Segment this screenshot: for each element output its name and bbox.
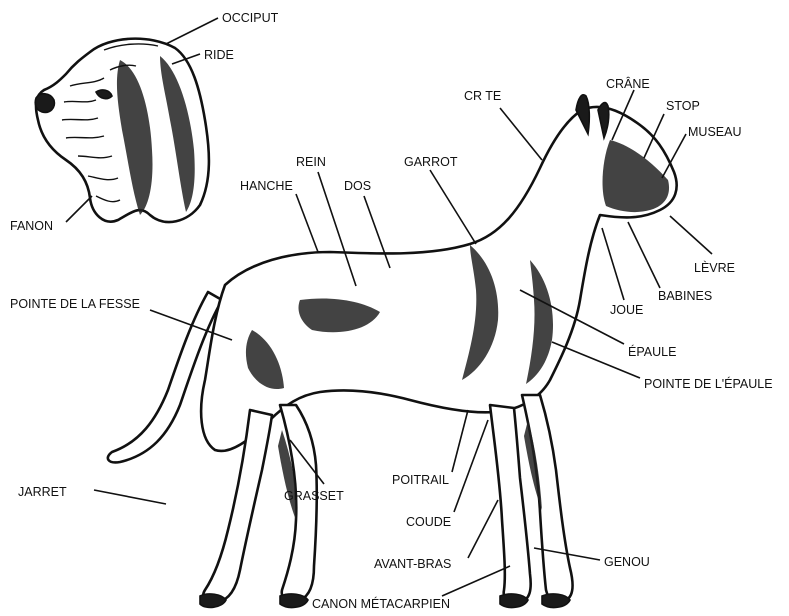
label-crete: CR TE — [464, 89, 501, 103]
label-genou: GENOU — [604, 555, 650, 569]
label-coude: COUDE — [406, 515, 451, 529]
label-babines: BABINES — [658, 289, 712, 303]
label-hanche: HANCHE — [240, 179, 293, 193]
label-pointe-epaule: POINTE DE L'ÉPAULE — [644, 376, 773, 391]
leader-joue — [602, 228, 624, 300]
label-garrot: GARROT — [404, 155, 458, 169]
label-stop: STOP — [666, 99, 700, 113]
leader-jarret — [94, 490, 166, 504]
label-joue: JOUE — [610, 303, 643, 317]
label-fanon: FANON — [10, 219, 53, 233]
label-canon: CANON MÉTACARPIEN — [312, 596, 450, 611]
leader-coude — [454, 420, 488, 512]
label-occiput: OCCIPUT — [222, 11, 279, 25]
label-pointe-fesse: POINTE DE LA FESSE — [10, 297, 140, 311]
leader-crete — [500, 108, 542, 160]
label-avant-bras: AVANT-BRAS — [374, 557, 451, 571]
label-grasset: GRASSET — [284, 489, 344, 503]
label-ride: RIDE — [204, 48, 234, 62]
leader-pointe-epaule — [552, 342, 640, 378]
label-epaule: ÉPAULE — [628, 344, 676, 359]
leader-poitrail — [452, 410, 468, 472]
label-crane: CRÂNE — [606, 76, 650, 91]
leader-avant-bras — [468, 500, 498, 558]
leader-levre — [670, 216, 712, 254]
leader-occiput — [166, 18, 218, 44]
label-poitrail: POITRAIL — [392, 473, 449, 487]
label-rein: REIN — [296, 155, 326, 169]
hound-head-illustration — [35, 39, 209, 222]
leader-babines — [628, 222, 660, 288]
label-dos: DOS — [344, 179, 371, 193]
leader-hanche — [296, 194, 318, 252]
leader-garrot — [430, 170, 476, 244]
label-levre: LÈVRE — [694, 260, 735, 275]
leader-canon — [442, 566, 510, 596]
label-jarret: JARRET — [18, 485, 67, 499]
leader-fanon — [66, 196, 92, 222]
label-museau: MUSEAU — [688, 125, 741, 139]
